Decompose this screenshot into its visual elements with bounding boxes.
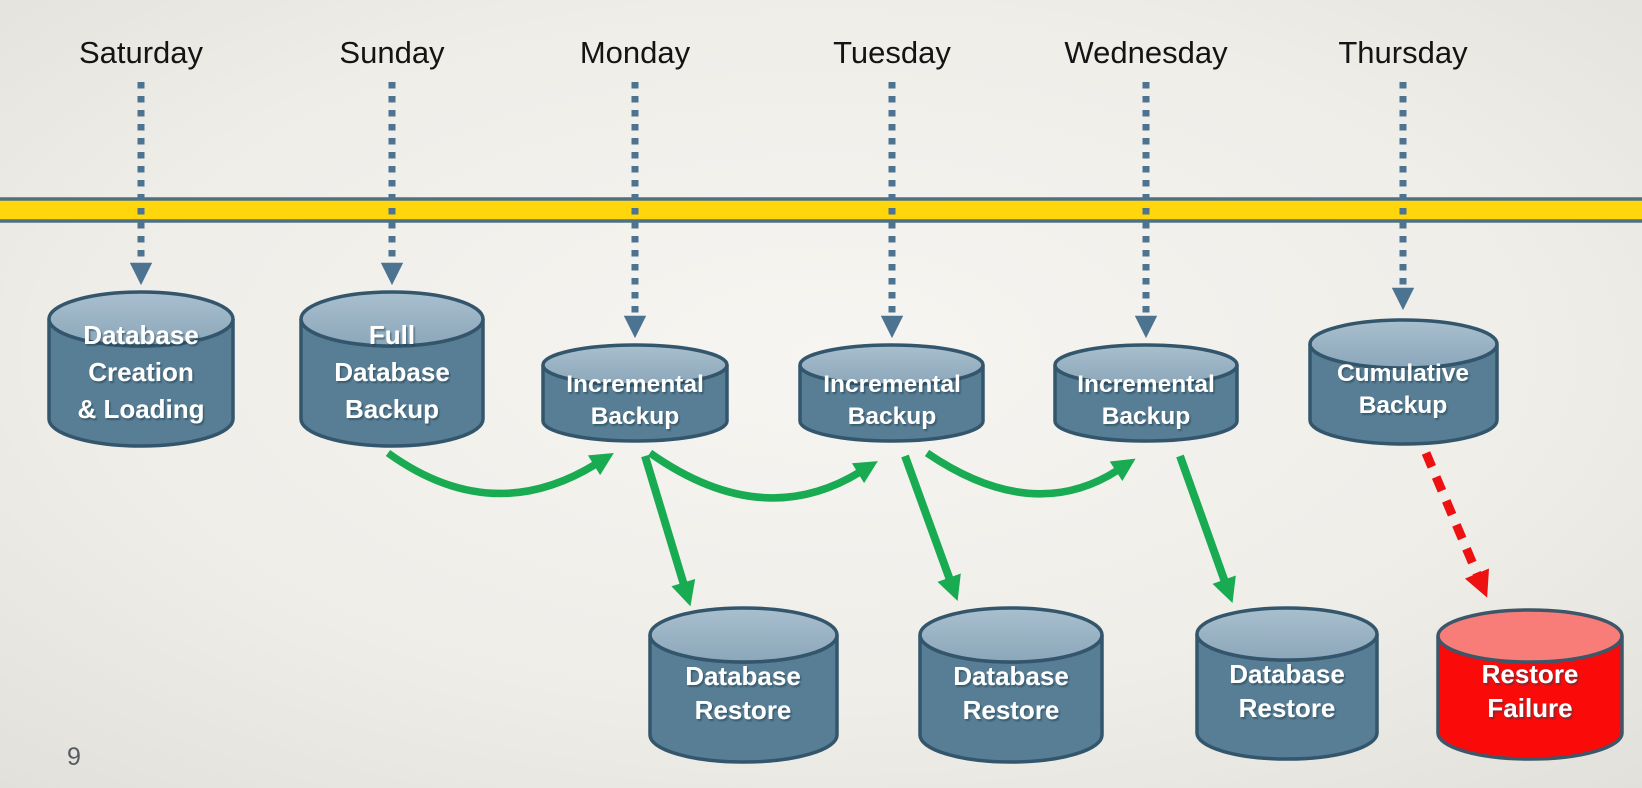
- day-label-sunday: Sunday: [339, 35, 445, 70]
- cylinder-label-line: & Loading: [77, 394, 204, 424]
- flow-arrow-monday-to-tuesday-icon: [647, 449, 878, 502]
- cylinder-database-restore-1: Database Restore: [648, 606, 839, 764]
- restore-arrow-tuesday-icon: [901, 454, 961, 601]
- cylinder-incremental-backup-tuesday: Incremental Backup: [798, 343, 985, 443]
- day-labels: Saturday Sunday Monday Tuesday Wednesday…: [79, 35, 1468, 70]
- day-dotted-arrows: [129, 82, 1415, 339]
- cylinder-label-line: Incremental: [566, 371, 704, 398]
- timeline-bar: [0, 197, 1642, 223]
- cylinder-label-line: Failure: [1487, 693, 1572, 723]
- cylinder-label-line: Backup: [1102, 403, 1191, 430]
- cylinder-label-line: Backup: [591, 403, 680, 430]
- cylinder-database-restore-3: Database Restore: [1195, 606, 1379, 761]
- cylinder-label-line: Restore: [1482, 659, 1579, 689]
- page-number: 9: [67, 743, 81, 771]
- cylinder-label-line: Database: [685, 661, 801, 691]
- day-label-thursday: Thursday: [1338, 35, 1468, 70]
- cylinder-label-line: Full: [369, 320, 415, 350]
- day-label-wednesday: Wednesday: [1064, 35, 1228, 70]
- cylinder-label-line: Database: [83, 320, 199, 350]
- cylinder-label-line: Backup: [848, 403, 937, 430]
- cylinder-incremental-backup-wednesday: Incremental Backup: [1053, 343, 1239, 443]
- day-label-monday: Monday: [580, 35, 691, 70]
- cylinder-label-line: Database: [1229, 659, 1345, 689]
- restore-arrow-wednesday-icon: [1176, 454, 1236, 604]
- backup-chain-arrows: [385, 449, 1136, 502]
- cylinder-database-creation: Database Creation & Loading: [47, 290, 235, 448]
- cylinder-incremental-backup-monday: Incremental Backup: [541, 343, 729, 443]
- cylinder-label-line: Incremental: [1077, 371, 1215, 398]
- cylinder-label-line: Restore: [695, 695, 792, 725]
- day-label-tuesday: Tuesday: [833, 35, 951, 70]
- flow-arrow-full-to-incremental-icon: [385, 449, 614, 498]
- cylinder-restore-failure: Restore Failure: [1436, 608, 1624, 761]
- cylinder-database-restore-2: Database Restore: [918, 606, 1104, 764]
- cylinder-label-line: Restore: [1239, 693, 1336, 723]
- cylinder-label-line: Creation: [88, 357, 193, 387]
- day-label-saturday: Saturday: [79, 35, 204, 70]
- cylinder-label-line: Restore: [963, 695, 1060, 725]
- restore-arrow-monday-icon: [641, 454, 696, 607]
- cylinder-cumulative-backup: Cumulative Backup: [1308, 318, 1499, 446]
- cylinder-label-line: Incremental: [823, 371, 961, 398]
- failure-arrow-icon: [1421, 451, 1490, 598]
- cylinder-label-line: Database: [334, 357, 450, 387]
- cylinder-label-line: Database: [953, 661, 1069, 691]
- cylinder-full-database-backup: Full Database Backup: [299, 290, 485, 448]
- restore-arrows: [641, 454, 1236, 607]
- cylinder-label-line: Backup: [345, 394, 439, 424]
- flow-arrow-tuesday-to-wednesday-icon: [924, 449, 1136, 498]
- cylinder-label-line: Cumulative: [1337, 360, 1469, 387]
- cylinder-label-line: Backup: [1359, 392, 1448, 419]
